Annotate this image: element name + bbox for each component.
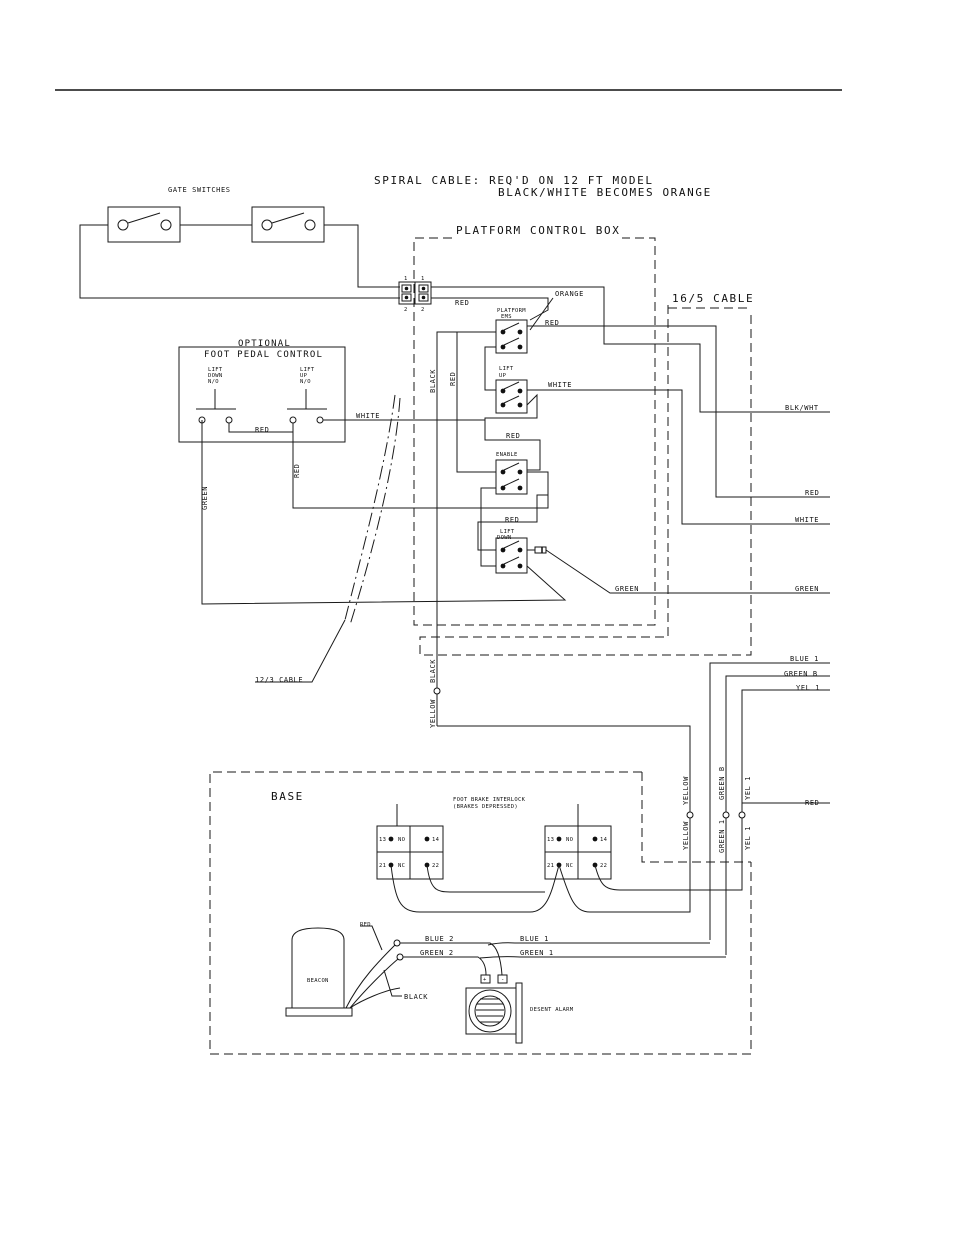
platform-ems-switch: PLATFORM EMS [495,308,528,354]
wire-label: DOWN [208,373,222,379]
terminal-block: 2 2 1 1 [398,276,432,313]
wire-label: GREEN B [718,766,726,800]
gate-switches-title: GATE SWITCHES [168,186,231,194]
lift-up-switch: LIFT UP [495,366,528,414]
wire-label: RED [449,372,457,386]
wire-label: NO [398,837,405,843]
foot-pedal-title: FOOT PEDAL CONTROL [204,350,323,360]
wire-label: YEL 1 [744,826,752,850]
wire-label: BLACK [429,659,437,683]
wire-label: 2 [421,307,425,313]
wire-label: 13 [379,837,386,843]
enable-switch: ENABLE [495,452,528,495]
wire-label: UP [300,373,308,379]
spiral-cable-note-line2: BLACK/WHITE BECOMES ORANGE [498,186,712,199]
wire-label: + [483,977,487,983]
wire-label: WHITE [795,516,819,524]
wire-label: 22 [432,863,439,869]
wire-label: LIFT [500,529,515,535]
cable-12-3-label: 12/3 CABLE [255,676,303,684]
foot-brake-interlock-2: 13 NO 14 21 NC 22 [544,804,612,880]
wire-label: YEL 1 [796,684,820,692]
wire-label: YELLOW [429,699,437,728]
wire-label: RED [805,489,819,497]
wire-label: RED [360,922,371,928]
wire-label: N/O [300,379,311,385]
platform-control-box-border [413,237,656,626]
beacon: BEACON [285,927,353,1017]
wire-label: 1 [421,276,425,282]
wire-label: - [501,977,505,983]
gate-switch-2 [251,206,325,243]
wire-label: BLUE 2 [425,935,454,943]
wire-label: RED [505,516,519,524]
wire-label: 13 [547,837,554,843]
wire-label: GREEN B [784,670,818,678]
base-border [209,771,752,1055]
wire-label: GREEN [615,585,639,593]
wire-label: RED [293,464,301,478]
wire-label: PLATFORM [497,308,526,314]
desent-alarm: + - DESENT ALARM [465,974,574,1044]
wire-label: ENABLE [496,452,518,458]
foot-pedal-box [178,346,346,443]
pedal-switch-up [287,389,327,424]
wire-label: GREEN 1 [718,819,726,853]
wire-label: BLUE 1 [520,935,549,943]
spiral-cable-12-3 [344,394,401,626]
wire-label: ORANGE [555,290,584,298]
wire-label: RED [805,799,819,807]
wire-label: 22 [600,863,607,869]
foot-brake-interlock-1: 13 NO 14 21 NC 22 [376,804,444,880]
wire-label: BEACON [307,978,329,984]
wire-label: GREEN 1 [520,949,554,957]
cable-16-5-border [419,305,752,656]
wire-label: YELLOW [682,776,690,805]
wire-label: NC [566,863,573,869]
wire-label: GREEN [201,486,209,510]
platform-control-box-title: PLATFORM CONTROL BOX [456,224,620,237]
wire-label: RED [455,299,469,307]
wire-label: LIFT [300,367,315,373]
cable-16-5-title: 16/5 CABLE [672,292,754,305]
wire-label: RED [255,426,269,434]
wire-label: 2 [404,307,408,313]
wire-label: BLUE 1 [790,655,819,663]
pedal-switch-down [196,389,236,424]
spiral-cable-note-line1: SPIRAL CABLE: REQ'D ON 12 FT MODEL [374,174,654,187]
wire-label: 1 [404,276,408,282]
wire-label: DESENT ALARM [530,1007,574,1013]
optional-title: OPTIONAL [238,339,291,349]
wire-label: YEL 1 [744,776,752,800]
wire-label: YELLOW [682,821,690,850]
wire-label: 14 [432,837,440,843]
wire-label: BLACK [429,369,437,393]
wire-label: GREEN [795,585,819,593]
wire-label: LIFT [208,367,223,373]
wire-label: UP [499,373,507,379]
lift-down-switch: LIFT DOWN [495,529,528,574]
wire-label: RED [545,319,559,327]
wire-label: BLACK [404,993,428,1001]
wire-label: NC [398,863,405,869]
base-title: BASE [271,790,304,803]
wire-label: NO [566,837,573,843]
wire-label: GREEN 2 [420,949,454,957]
diode-icon [534,546,547,554]
foot-brake-title-2: (BRAKES DEPRESSED) [453,804,518,810]
wire-label: WHITE [356,412,380,420]
wire-label: DOWN [497,535,511,541]
wire-label: EMS [501,314,512,320]
wire-label: BLK/WHT [785,404,819,412]
wire-label: 21 [379,863,386,869]
wire-label: 21 [547,863,554,869]
foot-brake-title-1: FOOT BRAKE INTERLOCK [453,797,526,803]
gate-switch-1 [107,206,181,243]
wire-label: WHITE [548,381,572,389]
wire-label: N/O [208,379,219,385]
wire-label: 14 [600,837,608,843]
wire-label: RED [506,432,520,440]
wire-label: LIFT [499,366,514,372]
